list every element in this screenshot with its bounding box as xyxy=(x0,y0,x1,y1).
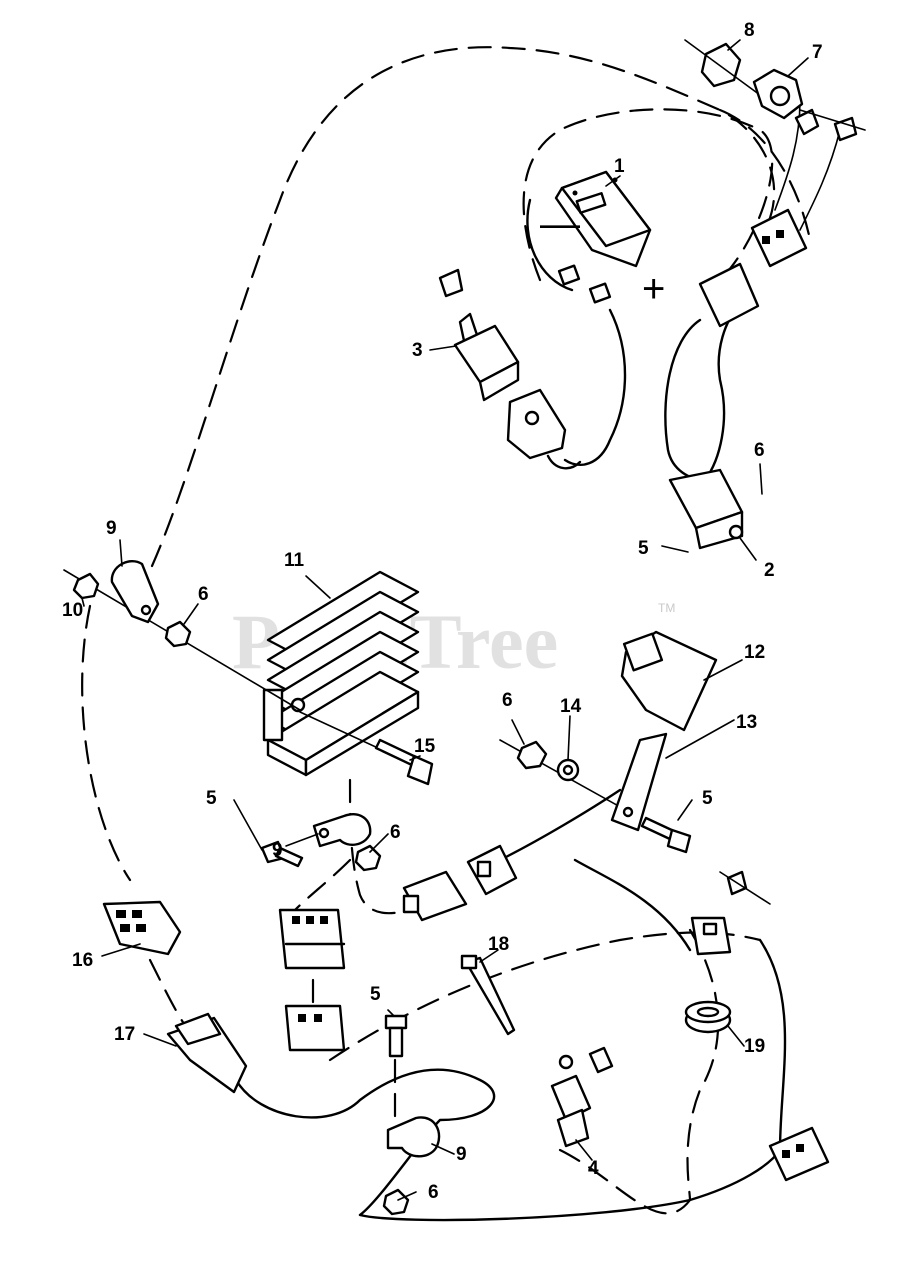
wire-ammeter-to-switch xyxy=(563,308,627,467)
callout-6-middle: 6 xyxy=(502,690,513,711)
wire-sensor-4 xyxy=(573,858,692,952)
harness-dashed-lower-right xyxy=(686,928,720,1202)
harness-dashed-top-arc xyxy=(522,108,774,282)
part-18-cable-tie xyxy=(460,954,516,1036)
part-7-pressure-switch xyxy=(752,68,866,142)
callout-6-bottom: 6 xyxy=(428,1182,439,1203)
part-6-nut-upper xyxy=(164,620,192,648)
callout-14: 14 xyxy=(560,696,582,717)
part-11-regulator xyxy=(262,570,420,777)
part-3-toggle-switch xyxy=(438,268,582,470)
part-14-washer xyxy=(556,758,580,782)
ammeter-positive-sign: + xyxy=(642,267,665,311)
callout-11: 11 xyxy=(284,550,305,571)
callout-10: 10 xyxy=(62,600,83,621)
callout-5-bolt-connector: 5 xyxy=(638,538,649,559)
callout-9-upper: 9 xyxy=(106,518,117,539)
part-1-ammeter xyxy=(554,170,652,268)
callout-5-bolt-lower: 5 xyxy=(370,984,381,1005)
ammeter-terminals xyxy=(557,264,612,304)
part-10-nut xyxy=(72,572,100,600)
callout-17: 17 xyxy=(114,1024,135,1045)
harness-dashed-regulator-down xyxy=(293,858,352,912)
callout-15: 15 xyxy=(414,736,436,757)
part-6-nut-middle xyxy=(516,740,548,770)
part-16-connector xyxy=(102,900,182,956)
part-19-grommet xyxy=(684,1000,732,1034)
callout-18: 18 xyxy=(488,934,509,955)
wire-connector-to-relay xyxy=(498,788,622,862)
watermark-trademark: TM xyxy=(658,601,675,615)
callout-9-lower: 9 xyxy=(456,1144,467,1165)
part-13-bracket xyxy=(610,732,668,832)
part-6-nut-bottom xyxy=(382,1188,410,1216)
part-5-bolt-lower xyxy=(384,1014,408,1058)
callout-5-bolt-left: 5 xyxy=(206,788,217,809)
callout-6-upper-right: 6 xyxy=(754,440,765,461)
callout-7: 7 xyxy=(812,42,823,63)
leader-lines xyxy=(81,39,809,1201)
wire-to-connector-2 xyxy=(664,303,742,482)
callout-12: 12 xyxy=(744,642,765,663)
part-6-nut-lower-left xyxy=(354,844,382,872)
part-5-bolt-bracket xyxy=(640,816,692,854)
callout-3: 3 xyxy=(412,340,423,361)
harness-dashed-loop-regulator xyxy=(81,604,132,882)
connector-sensor-19 xyxy=(690,916,732,956)
inline-connector-pair xyxy=(402,844,518,922)
callout-1: 1 xyxy=(614,156,625,177)
part-17-connector xyxy=(166,1012,248,1094)
connector-bottom-right xyxy=(768,1126,830,1182)
part-9-clamp-middle xyxy=(312,813,372,848)
harness-dashed-middle xyxy=(348,778,422,915)
callout-9-middle: 9 xyxy=(272,840,283,861)
callout-4: 4 xyxy=(588,1158,599,1179)
part-8-nut xyxy=(684,39,761,96)
callout-6-lower-left: 6 xyxy=(390,822,401,843)
callout-19: 19 xyxy=(744,1036,765,1057)
callout-13: 13 xyxy=(736,712,757,733)
wire-sensor-7-lead-2 xyxy=(799,129,841,231)
connector-sensor-7 xyxy=(750,208,808,268)
harness-dashed-bottom-right xyxy=(558,1148,692,1215)
regulator-connector-lower xyxy=(284,1004,346,1052)
part-12-module xyxy=(620,630,718,732)
callout-8: 8 xyxy=(744,20,755,41)
ammeter-negative-sign: — xyxy=(540,202,580,246)
part-15-bolt xyxy=(374,738,434,786)
part-2-connector-block xyxy=(668,262,760,550)
wire-switch-to-ammeter-neg xyxy=(526,198,574,292)
harness-dashed-right-arc xyxy=(718,108,812,242)
wire-right-lower xyxy=(758,938,787,1152)
part-4-sensor xyxy=(550,1046,614,1148)
part-9-clamp-lower xyxy=(386,1116,441,1158)
wire-sensor-7-lead xyxy=(774,99,801,211)
terminal-right-top xyxy=(719,870,771,905)
part-5-bolt-left xyxy=(260,840,304,868)
callout-16: 16 xyxy=(72,950,93,971)
regulator-connector-upper xyxy=(278,908,346,970)
part-9-clamp-upper xyxy=(110,559,160,624)
callout-6-upper-left: 6 xyxy=(198,584,209,605)
callout-5-bolt-bracket: 5 xyxy=(702,788,713,809)
callout-2: 2 xyxy=(764,560,775,581)
